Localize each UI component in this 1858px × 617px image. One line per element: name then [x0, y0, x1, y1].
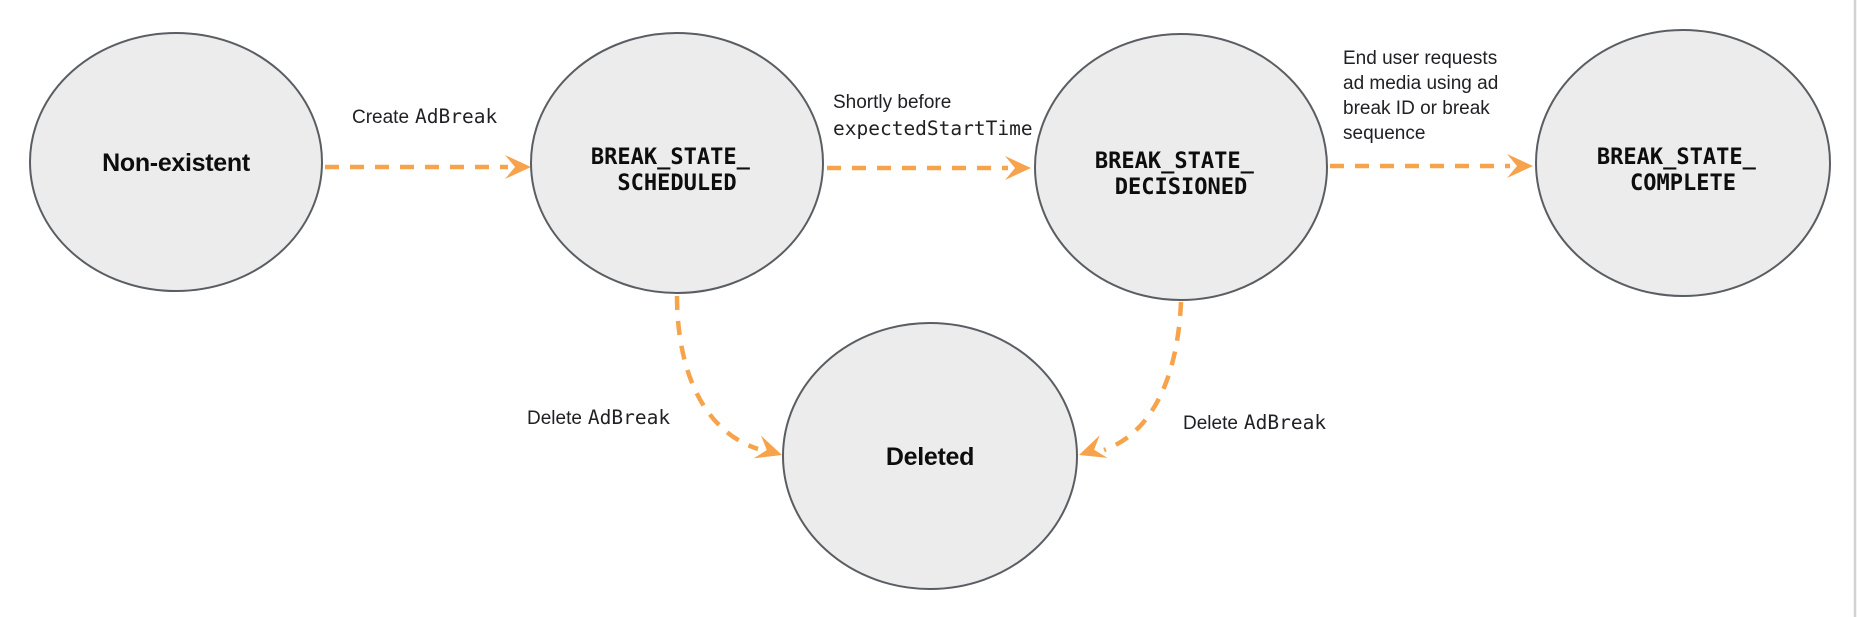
state-label-deleted: Deleted — [886, 443, 974, 471]
arrowhead-down-right-icon — [753, 435, 782, 459]
transition-label-delete-adbreak-right: Delete AdBreak — [1183, 411, 1326, 434]
transition-label-end-user-line2: ad media using ad — [1343, 73, 1498, 94]
transition-create-adbreak — [325, 155, 531, 179]
state-break-state-scheduled: BREAK_STATE_ SCHEDULED — [530, 32, 824, 294]
arrowhead-right-icon — [505, 155, 531, 179]
transition-label-shortly-before-code: expectedStartTime — [833, 117, 1033, 140]
arrowhead-down-left-icon — [1079, 435, 1108, 458]
transition-label-end-user-line4: sequence — [1343, 123, 1425, 144]
arrowhead-right-icon — [1005, 156, 1031, 180]
state-circle-decisioned — [1034, 33, 1328, 301]
transition-label-create-adbreak: Create AdBreak — [352, 105, 497, 128]
state-label-complete: BREAK_STATE_ COMPLETE — [1597, 145, 1769, 196]
state-label-decisioned-line1: BREAK_STATE_ — [1095, 149, 1255, 174]
state-label-complete-line1: BREAK_STATE_ — [1597, 145, 1757, 170]
state-break-state-complete: BREAK_STATE_ COMPLETE — [1535, 29, 1831, 297]
state-label-complete-line2: COMPLETE — [1630, 171, 1736, 196]
transition-curve-delete-left — [674, 295, 759, 452]
transition-label-delete-left-prefix: Delete — [527, 408, 582, 429]
state-label-scheduled: BREAK_STATE_ SCHEDULED — [591, 145, 763, 196]
state-deleted: Deleted — [782, 322, 1078, 590]
state-circle-scheduled — [530, 32, 824, 294]
transition-end-user-request — [1330, 154, 1533, 178]
state-label-scheduled-line1: BREAK_STATE_ — [591, 145, 751, 170]
state-label-decisioned-line2: DECISIONED — [1115, 175, 1247, 200]
transition-label-shortly-before-line1: Shortly before — [833, 92, 951, 113]
transition-label-delete-left-code: AdBreak — [588, 406, 670, 429]
transition-label-delete-right-prefix: Delete — [1183, 413, 1238, 434]
transition-delete-adbreak-left — [674, 295, 782, 459]
transition-label-create-code: AdBreak — [415, 105, 497, 128]
state-circle-complete — [1535, 29, 1831, 297]
transition-label-delete-adbreak-left: Delete AdBreak — [527, 406, 670, 429]
transition-label-end-user-request: End user requests ad media using ad brea… — [1343, 48, 1504, 144]
transition-label-end-user-line3: break ID or break — [1343, 98, 1490, 119]
state-label-non-existent: Non-existent — [102, 149, 251, 177]
transition-curve-delete-right — [1103, 301, 1184, 453]
transition-label-delete-right-code: AdBreak — [1244, 411, 1326, 434]
state-non-existent: Non-existent — [29, 32, 323, 292]
arrowhead-right-icon — [1507, 154, 1533, 178]
transition-delete-adbreak-right — [1079, 301, 1184, 458]
transition-label-end-user-line1: End user requests — [1343, 48, 1497, 69]
state-break-state-decisioned: BREAK_STATE_ DECISIONED — [1034, 33, 1328, 301]
transition-shortly-before — [827, 156, 1031, 180]
transition-label-shortly-before: Shortly before expectedStartTime — [833, 92, 1033, 140]
state-label-scheduled-line2: SCHEDULED — [617, 171, 736, 196]
transition-label-create-prefix: Create — [352, 107, 409, 128]
state-label-decisioned: BREAK_STATE_ DECISIONED — [1095, 149, 1267, 200]
state-circle-deleted — [782, 322, 1078, 590]
state-circle-non-existent — [29, 32, 323, 292]
